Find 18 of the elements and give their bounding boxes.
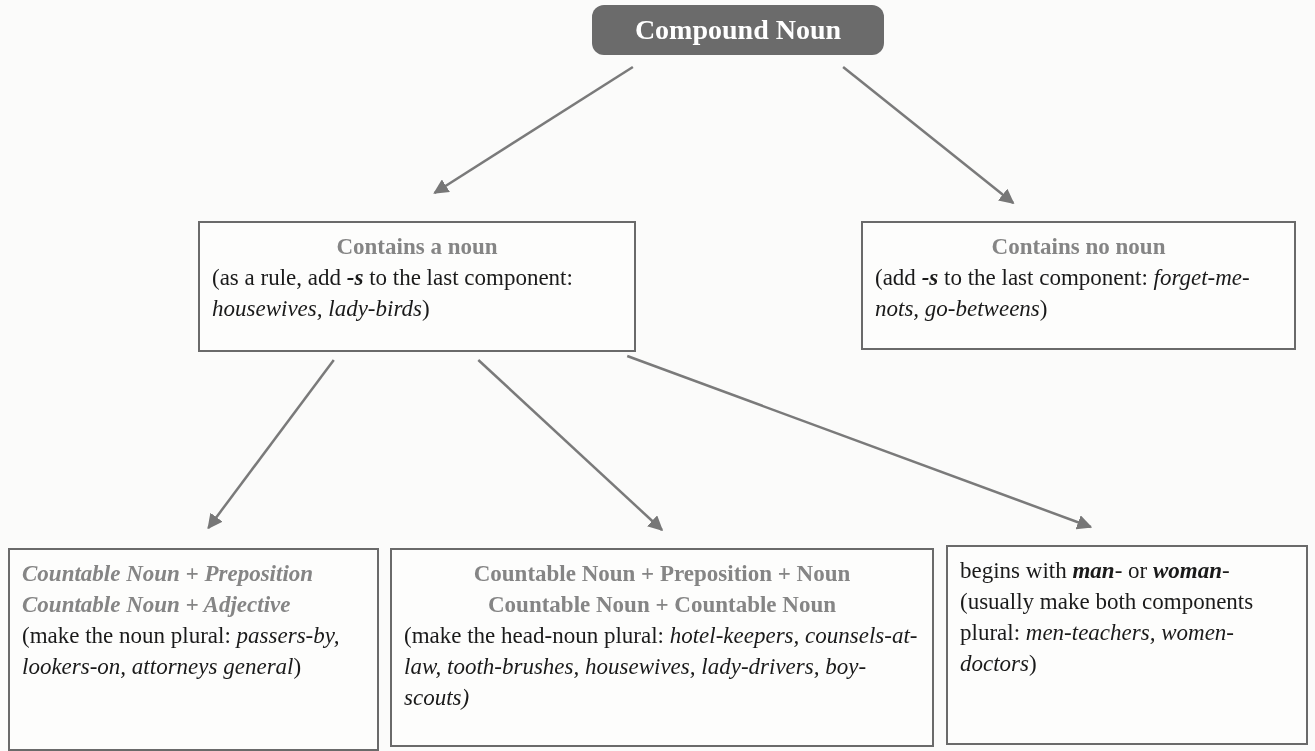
rule-heading: Countable Noun + Adjective bbox=[22, 591, 292, 620]
arrow bbox=[477, 359, 664, 531]
arrow bbox=[207, 359, 335, 530]
diagram-heading: Compound Noun bbox=[634, 13, 842, 48]
rule-text: begins with man- or woman- (usually make both components plural: men-teachers, women-doctors) bbox=[960, 557, 1255, 679]
rule-heading: Contains a noun bbox=[335, 233, 499, 261]
arrow bbox=[842, 66, 1015, 204]
title-box bbox=[592, 5, 884, 55]
arrow bbox=[626, 354, 1093, 530]
rule-heading: Contains no noun bbox=[990, 233, 1167, 261]
rule-text: (make the noun plural: passers-by, lookers-on, attorneys general) bbox=[22, 622, 341, 682]
rule-heading: Countable Noun + Countable Noun bbox=[487, 591, 837, 620]
arrow bbox=[433, 65, 634, 195]
rule-text: (make the head-noun plural: hotel-keepers, counsels-at-law, tooth-brushes, housewives, lady-drivers, boy-scouts) bbox=[404, 622, 919, 713]
rule-heading: Countable Noun + Preposition + Noun bbox=[472, 560, 852, 588]
rule-text: (as a rule, add -s to the last component: housewives, lady-birds) bbox=[212, 264, 574, 324]
rule-heading: Countable Noun + Preposition bbox=[22, 560, 315, 588]
rule-text: (add -s to the last component: forget-me-nots, go-betweens) bbox=[875, 264, 1251, 324]
